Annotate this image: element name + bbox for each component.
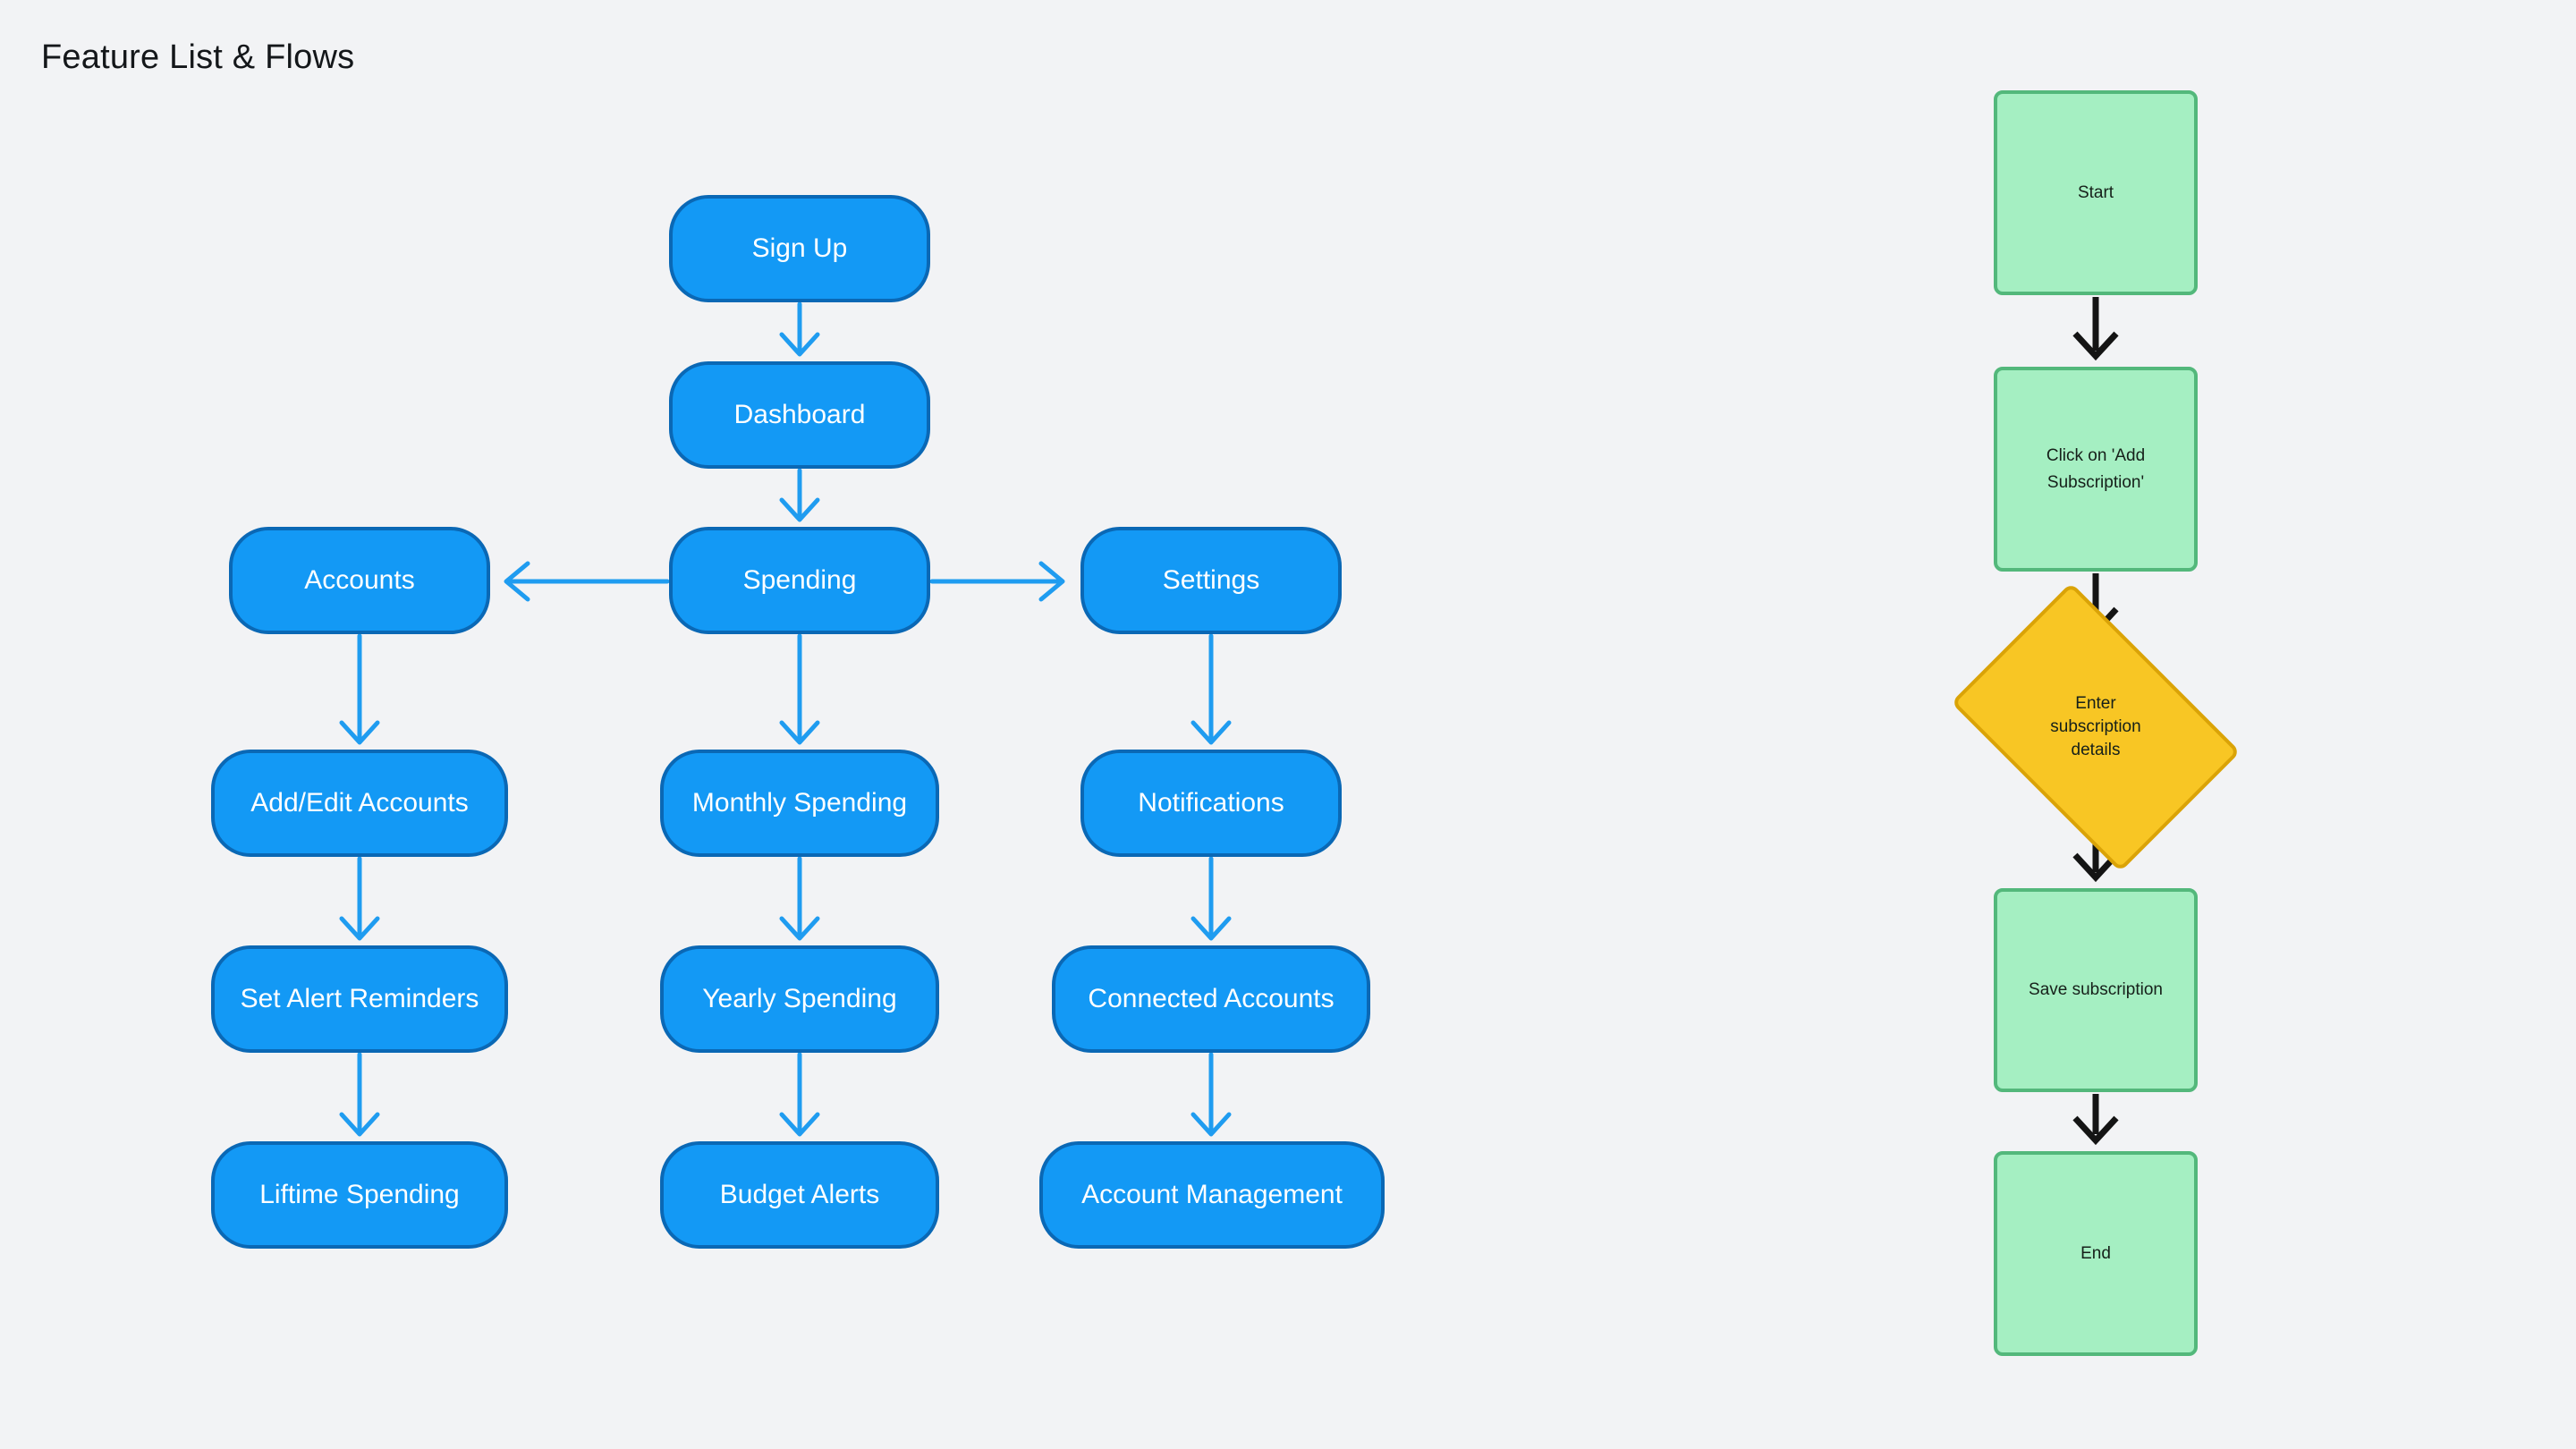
node-label: Sign Up [751,233,848,263]
node-label: Account Management [1081,1180,1343,1209]
node-settings[interactable]: Settings [1080,527,1342,634]
node-label: Yearly Spending [702,984,897,1013]
node-save-subscription[interactable]: Save subscription [1994,888,2198,1092]
node-label: Notifications [1138,788,1284,818]
node-label: Dashboard [733,400,866,429]
node-add-edit-accounts[interactable]: Add/Edit Accounts [211,750,508,857]
node-dashboard[interactable]: Dashboard [669,361,930,469]
node-click-add-subscription[interactable]: Click on 'Add Subscription' [1994,367,2198,572]
node-label: Click on 'Add Subscription' [2046,445,2146,492]
node-label: Monthly Spending [691,788,908,818]
node-end[interactable]: End [1994,1151,2198,1356]
node-sign-up[interactable]: Sign Up [669,195,930,302]
node-yearly-spending[interactable]: Yearly Spending [660,945,939,1053]
node-label: Accounts [304,565,415,595]
node-label: Set Alert Reminders [240,984,479,1013]
node-set-alert-reminders[interactable]: Set Alert Reminders [211,945,508,1053]
node-accounts[interactable]: Accounts [229,527,490,634]
node-monthly-spending[interactable]: Monthly Spending [660,750,939,857]
node-label: End [2080,1243,2111,1263]
node-budget-alerts[interactable]: Budget Alerts [660,1141,939,1249]
node-label: Budget Alerts [719,1180,880,1209]
page-title: Feature List & Flows [41,38,355,76]
node-label: Connected Accounts [1088,984,1335,1013]
node-label: Save subscription [2029,980,2163,999]
node-label: Spending [742,565,857,595]
node-notifications[interactable]: Notifications [1080,750,1342,857]
node-connected-accounts[interactable]: Connected Accounts [1052,945,1370,1053]
node-label: Start [2077,182,2114,202]
node-label: Add/Edit Accounts [250,788,469,818]
node-label: Liftime Spending [259,1180,460,1209]
node-liftime-spending[interactable]: Liftime Spending [211,1141,508,1249]
node-enter-subscription-details[interactable]: Enter subscription details [1951,582,2241,872]
node-label: Enter subscription details [2050,694,2141,759]
node-start[interactable]: Start [1994,90,2198,295]
node-account-management[interactable]: Account Management [1039,1141,1385,1249]
node-spending[interactable]: Spending [669,527,930,634]
node-label: Settings [1162,565,1260,595]
